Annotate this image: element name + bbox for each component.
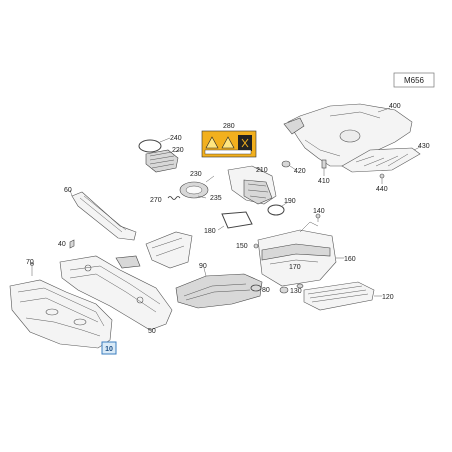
label-230[interactable]: 230 [190,171,202,178]
label-160[interactable]: 160 [344,256,356,263]
part-240-clamp[interactable]: 240 [138,135,182,153]
part-230-connector-ring[interactable]: 230 [179,171,215,199]
selected-part-highlight[interactable] [101,341,117,355]
part-130-bushing[interactable]: 130 [279,286,302,295]
part-220-intake-hose[interactable]: 220 [145,147,184,173]
label-440[interactable]: 440 [376,186,388,193]
part-400-engine-cover[interactable]: 400 [283,103,413,167]
part-140-screw[interactable]: 140 [313,208,325,222]
part-235-seal[interactable]: 235 [197,195,222,202]
part-410-mounting-pin[interactable]: 410 [318,159,330,185]
label-170[interactable]: 170 [289,264,301,271]
label-190[interactable]: 190 [284,198,296,205]
label-120[interactable]: 120 [382,294,394,301]
label-10[interactable]: 10 [105,346,113,353]
part-430-cover-bracket[interactable]: 430 [341,143,430,173]
label-80[interactable]: 80 [262,287,270,294]
label-430[interactable]: 430 [418,143,430,150]
label-420[interactable]: 420 [294,168,306,175]
label-280[interactable]: 280 [223,123,235,130]
engine-code-box: M656 [393,72,435,88]
label-130[interactable]: 130 [290,288,302,295]
label-140[interactable]: 140 [313,208,325,215]
label-60[interactable]: 60 [64,187,72,194]
label-410[interactable]: 410 [318,178,330,185]
part-90-air-duct[interactable]: 90 [175,263,263,309]
part-190-gasket-ring[interactable]: 190 [267,198,296,216]
part-10-lower-intake-housing[interactable]: 10 [9,279,117,355]
part-270-spring-clip[interactable]: 270 [150,196,181,205]
part-60-air-guide[interactable]: 60 [64,187,137,241]
part-280-warning-label[interactable]: 280 [201,123,257,158]
part-50-intake-duct[interactable]: 50 [59,255,173,335]
label-50[interactable]: 50 [148,328,156,335]
label-270[interactable]: 270 [150,197,162,204]
part-210-intake-pipe[interactable]: 210 [227,165,277,205]
part-150-bolt[interactable]: 150 [236,243,259,250]
part-180-filter-seal[interactable]: 180 [204,211,253,235]
part-intake-elbow [145,231,193,269]
label-210[interactable]: 210 [256,167,268,174]
label-220[interactable]: 220 [172,147,184,154]
part-120-air-filter-element[interactable]: 120 [303,281,394,311]
label-240[interactable]: 240 [170,135,182,142]
label-400[interactable]: 400 [389,103,401,110]
part-70-pin[interactable]: 70 [26,259,34,276]
part-420-grommet[interactable]: 420 [281,160,306,175]
part-440-bracket-screw[interactable]: 440 [376,173,388,193]
engine-code-label: M656 [404,76,425,85]
label-180[interactable]: 180 [204,228,216,235]
label-150[interactable]: 150 [236,243,248,250]
part-40-clip[interactable]: 40 [58,239,75,249]
part-80-duct-clamp[interactable]: 80 [250,284,270,294]
label-70[interactable]: 70 [26,259,34,266]
part-170-rubber-mount[interactable]: 170 [289,264,304,289]
label-90[interactable]: 90 [199,263,207,270]
label-40[interactable]: 40 [58,241,66,248]
part-160-filter-housing[interactable]: 160 [257,221,356,287]
label-235[interactable]: 235 [210,195,222,202]
